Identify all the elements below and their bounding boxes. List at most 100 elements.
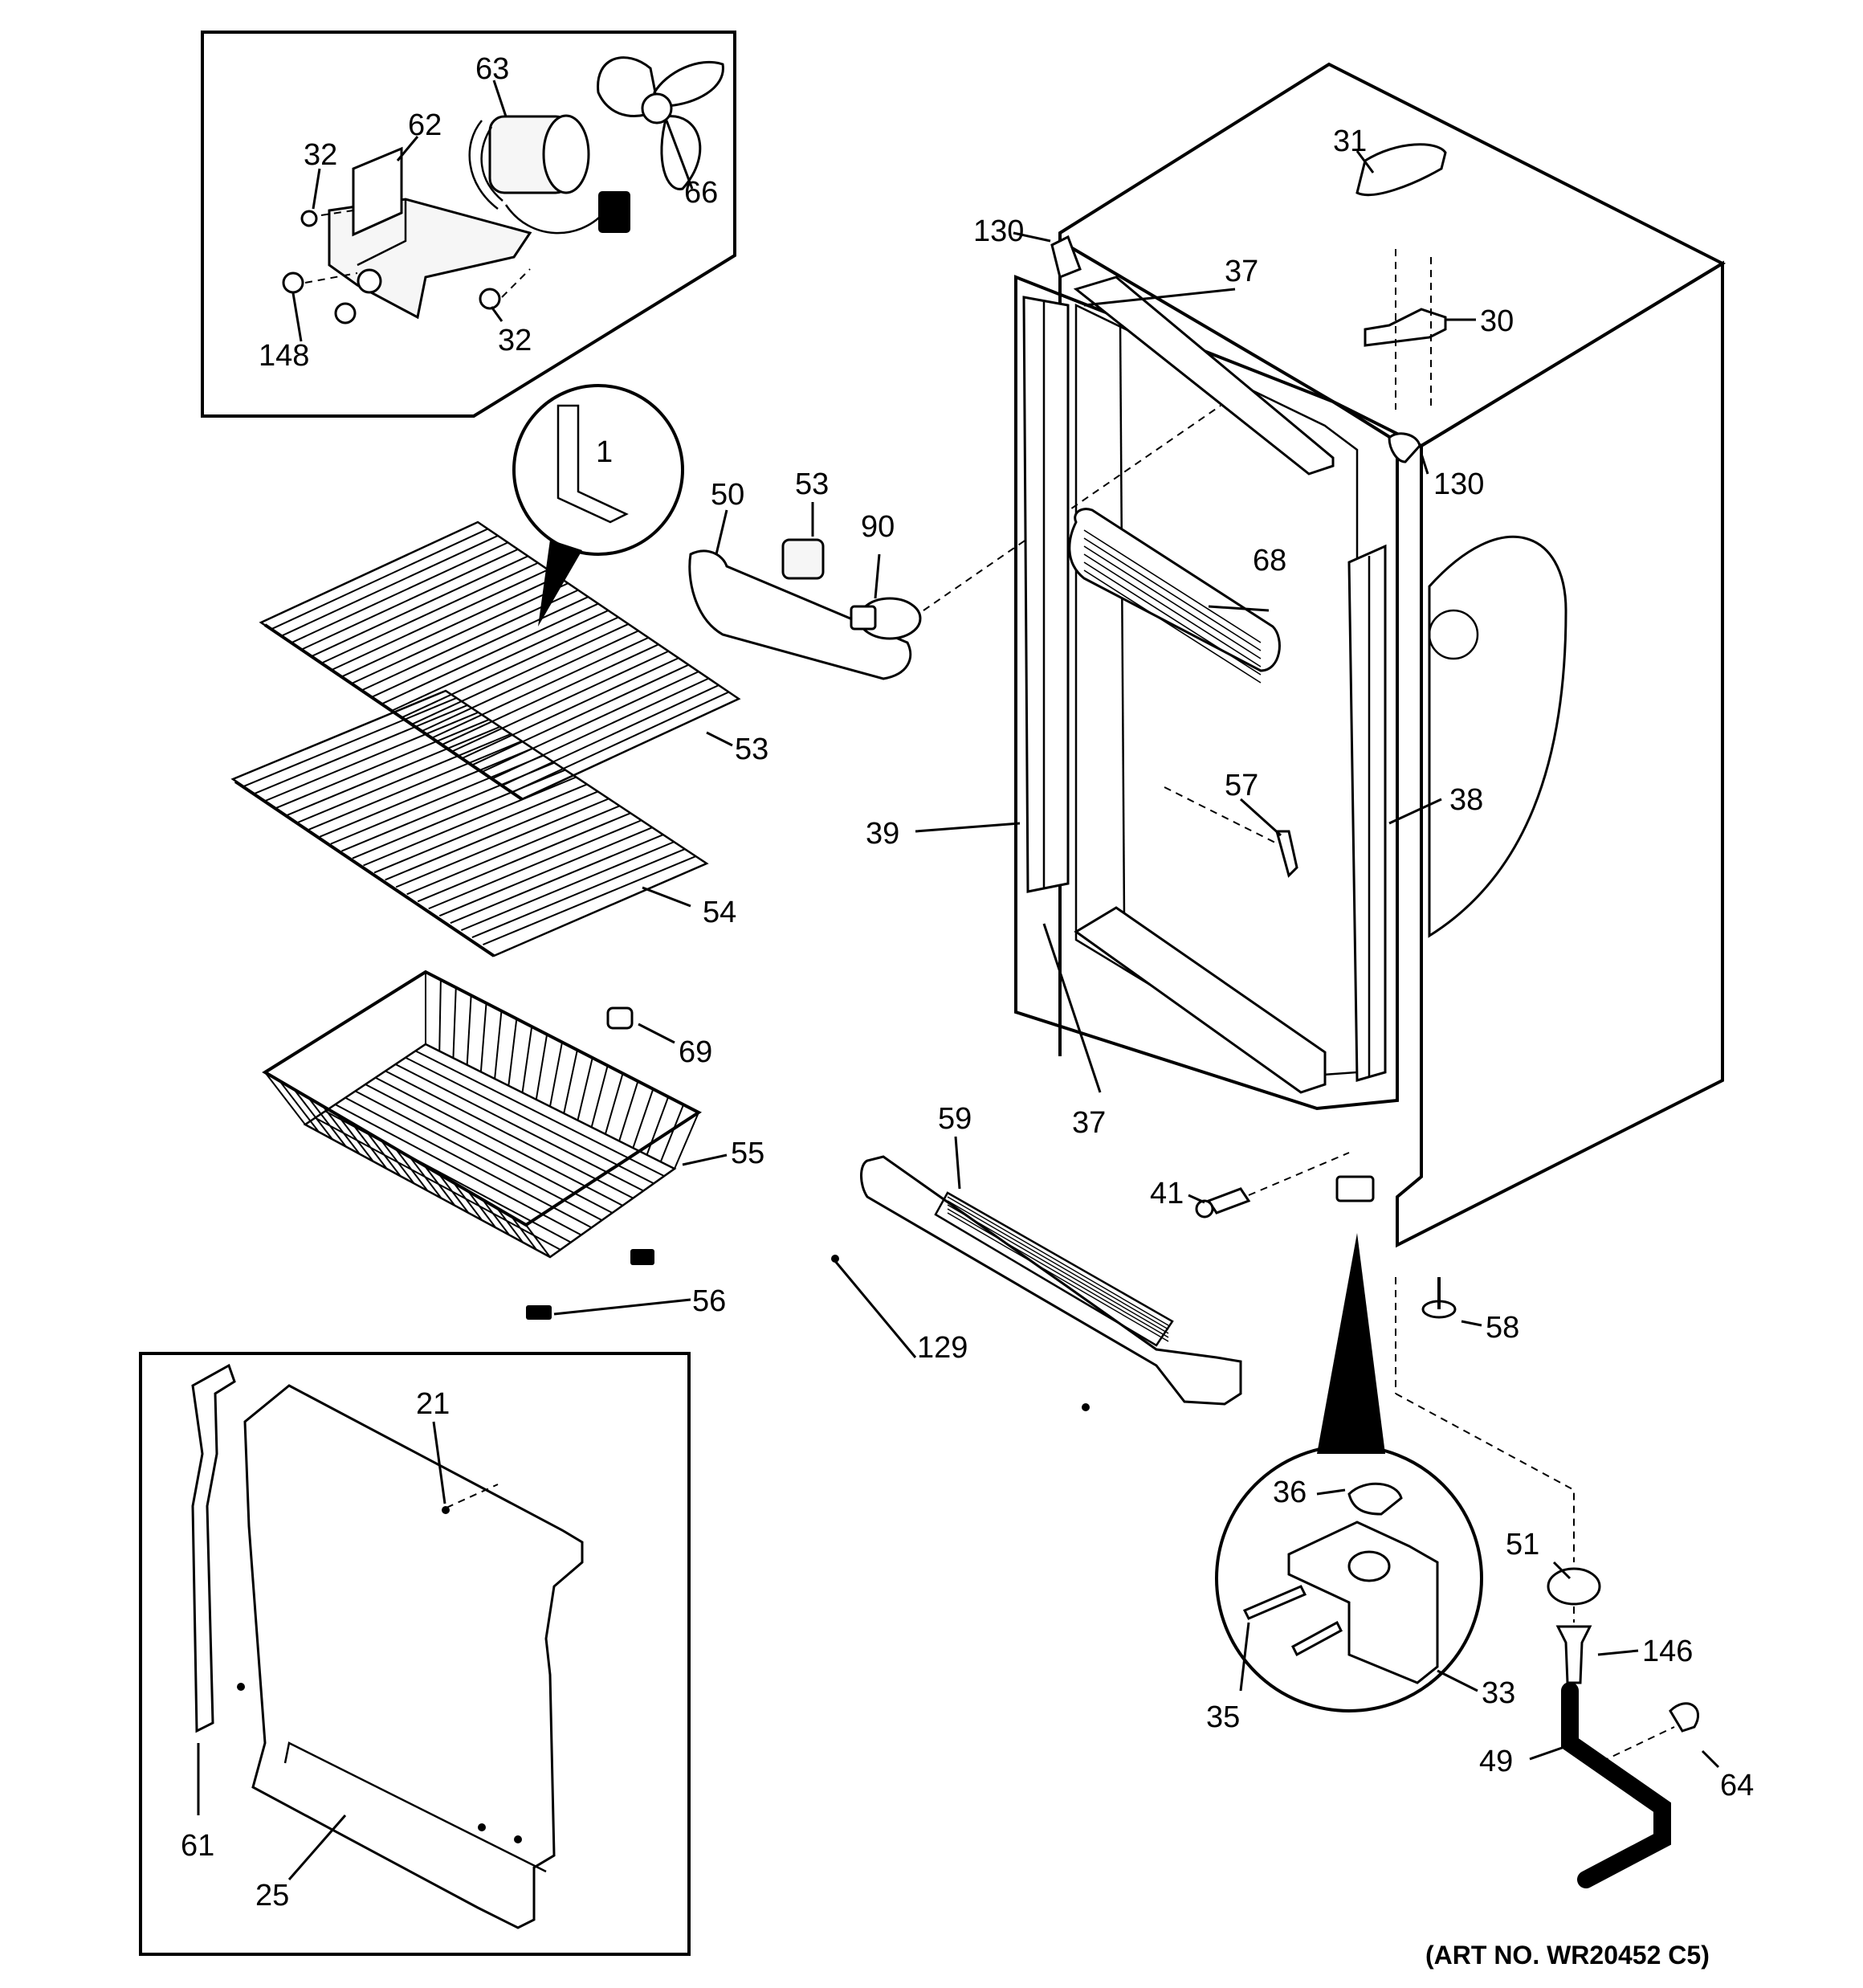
callout-53-socket: 53 (795, 467, 829, 501)
wire-line (494, 1010, 503, 1080)
screw-35-b (1291, 1620, 1343, 1657)
hinge-pin-41 (1206, 1187, 1251, 1214)
callout-31: 31 (1333, 125, 1367, 158)
wire-line (320, 561, 539, 664)
lower-hinge-area: 41 (1150, 1152, 1385, 1454)
wire-line (590, 1065, 609, 1128)
callout-38: 38 (1449, 783, 1483, 817)
wire-line (577, 1057, 593, 1121)
wire-line (335, 1104, 582, 1236)
wire-line (371, 596, 589, 698)
wire-line (438, 1174, 470, 1214)
wire-line (460, 841, 675, 932)
wire-line (452, 1182, 483, 1221)
callout-25: 25 (255, 1879, 289, 1912)
screw-35-a (1242, 1585, 1307, 1620)
wire-line (411, 623, 629, 725)
wire-line (319, 747, 533, 838)
wire-line (265, 711, 479, 802)
wire-line (431, 636, 649, 739)
callout-35: 35 (1206, 1700, 1240, 1734)
wire-line (336, 1114, 374, 1162)
wire-line (373, 783, 588, 874)
shelf-clip-detail: 1 (512, 384, 684, 627)
shelf-support-57 (1275, 830, 1298, 878)
wire-line (300, 548, 519, 651)
art-number: (ART NO. WR20452 C5) (1425, 1941, 1710, 1970)
callout-33: 33 (1482, 1676, 1515, 1710)
wire-line (405, 1056, 654, 1185)
wire-shelf-53 (259, 520, 741, 801)
wire-line (525, 1224, 551, 1258)
wire-line (479, 1002, 487, 1072)
callout-68: 68 (1253, 544, 1286, 578)
basket-foot-left (526, 1305, 552, 1320)
callout-57: 57 (1225, 769, 1258, 802)
wire-line (466, 995, 472, 1065)
callout-62: 62 (408, 108, 442, 142)
wire-line (417, 812, 631, 903)
callout-148: 148 (259, 339, 309, 373)
breaker-strip-37-bottom (1074, 906, 1327, 1094)
wire-line (947, 1208, 1169, 1338)
wire-line (344, 1096, 593, 1229)
callout-64: 64 (1720, 1769, 1754, 1802)
freezer-cabinet: 130 31 30 130 37 68 57 39 38 37 58 (866, 62, 1726, 1562)
wire-line (508, 1018, 518, 1086)
wire-line (291, 541, 508, 644)
fan-motor-inset: 32 62 63 66 148 32 (201, 31, 736, 418)
wire-line (275, 718, 490, 809)
wire-line (352, 769, 566, 859)
kickplate-59: 59 129 (831, 1102, 1242, 1411)
wire-line (1083, 537, 1262, 651)
wire-line (1083, 561, 1262, 676)
callout-63: 63 (475, 52, 509, 86)
callout-146: 146 (1642, 1635, 1693, 1668)
wire-line (947, 1204, 1169, 1334)
screw-32-right (479, 288, 501, 310)
callout-30: 30 (1480, 304, 1514, 338)
callout-36: 36 (1273, 1476, 1307, 1509)
wire-line (618, 1080, 639, 1141)
panel-25 (243, 1384, 584, 1929)
wire-line (280, 535, 499, 637)
light-socket-53 (781, 538, 825, 580)
drain-fitting-146 (1555, 1625, 1592, 1684)
wire-line (254, 704, 468, 794)
wire-line (351, 582, 569, 685)
wire-line (947, 1200, 1169, 1330)
wire-line (1083, 553, 1262, 667)
wire-line (471, 663, 689, 766)
bumper-130-right (1388, 432, 1421, 463)
nut-148-a (282, 271, 304, 294)
wire-line (361, 589, 579, 692)
clip-64 (1669, 1702, 1700, 1733)
plate-62 (352, 146, 403, 237)
wire-line (1083, 529, 1262, 643)
wire-line (264, 1072, 306, 1125)
wire-line (322, 1105, 361, 1155)
wire-line (415, 1050, 665, 1178)
callout-69: 69 (679, 1035, 712, 1069)
wire-line (279, 1080, 320, 1133)
callout-37-top: 37 (1225, 255, 1258, 288)
callout-130-right: 130 (1433, 467, 1484, 501)
callout-51: 51 (1506, 1528, 1539, 1561)
wire-line (1083, 569, 1262, 684)
wire-line (482, 1198, 510, 1236)
wire-line (287, 725, 501, 816)
wire-line (947, 1212, 1169, 1342)
side-bulge (1428, 535, 1567, 938)
drain-tube-49 (1561, 1682, 1671, 1888)
fan-blade-66 (597, 56, 724, 190)
back-panel-inset: 21 61 25 (139, 1352, 691, 1956)
hinge-bracket-33 (1287, 1521, 1439, 1684)
callout-54: 54 (703, 896, 736, 929)
wire-line (391, 610, 609, 712)
wire-line (363, 776, 577, 867)
callout-37-bottom: 37 (1072, 1106, 1106, 1140)
wire-line (297, 733, 512, 823)
wire-line (395, 1063, 644, 1192)
wire-line (659, 1104, 685, 1162)
